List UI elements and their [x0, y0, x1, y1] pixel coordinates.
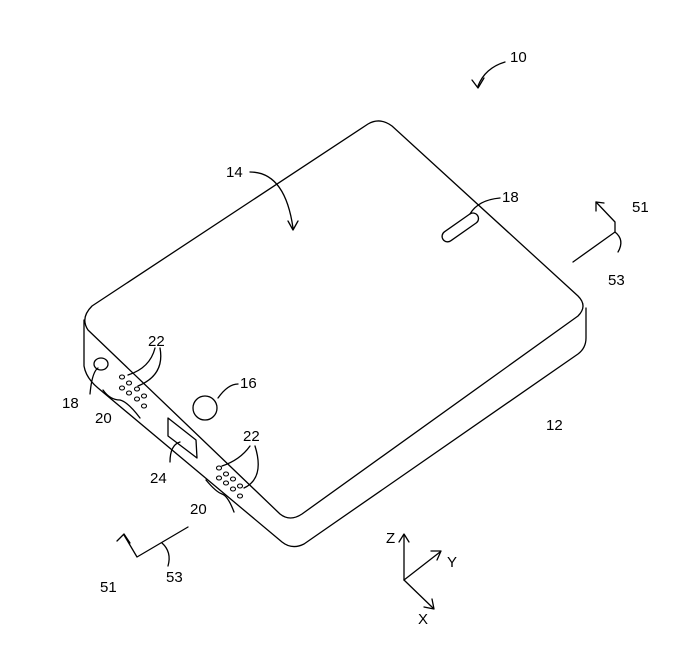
label-axis-53-left: 53 — [166, 569, 183, 586]
axis-triad — [398, 533, 442, 610]
label-axis-53-right: 53 — [608, 272, 625, 289]
label-jack: 18 — [62, 395, 79, 412]
axis-label-z: Z — [386, 530, 395, 547]
connector-port — [167, 417, 198, 459]
speaker-holes-left — [118, 374, 148, 409]
label-holes-left: 22 — [148, 333, 165, 350]
label-housing: 12 — [546, 417, 563, 434]
device-housing — [83, 120, 587, 548]
label-top-face: 14 — [226, 164, 243, 181]
label-region-right: 20 — [190, 501, 207, 518]
audio-jack — [93, 357, 109, 371]
label-connector: 24 — [150, 470, 167, 487]
label-holes-right: 22 — [243, 428, 260, 445]
label-device: 10 — [510, 49, 527, 66]
label-button: 16 — [240, 375, 257, 392]
label-axis-51-right: 51 — [632, 199, 649, 216]
speaker-holes-right — [215, 465, 244, 499]
label-region-left: 20 — [95, 410, 112, 427]
axis-label-y: Y — [447, 554, 457, 571]
speaker-slot — [441, 212, 480, 243]
leader-lines — [89, 61, 622, 567]
label-axis-51-left: 51 — [100, 579, 117, 596]
button — [192, 395, 218, 421]
label-speaker-slot: 18 — [502, 189, 519, 206]
axis-label-x: X — [418, 611, 428, 628]
